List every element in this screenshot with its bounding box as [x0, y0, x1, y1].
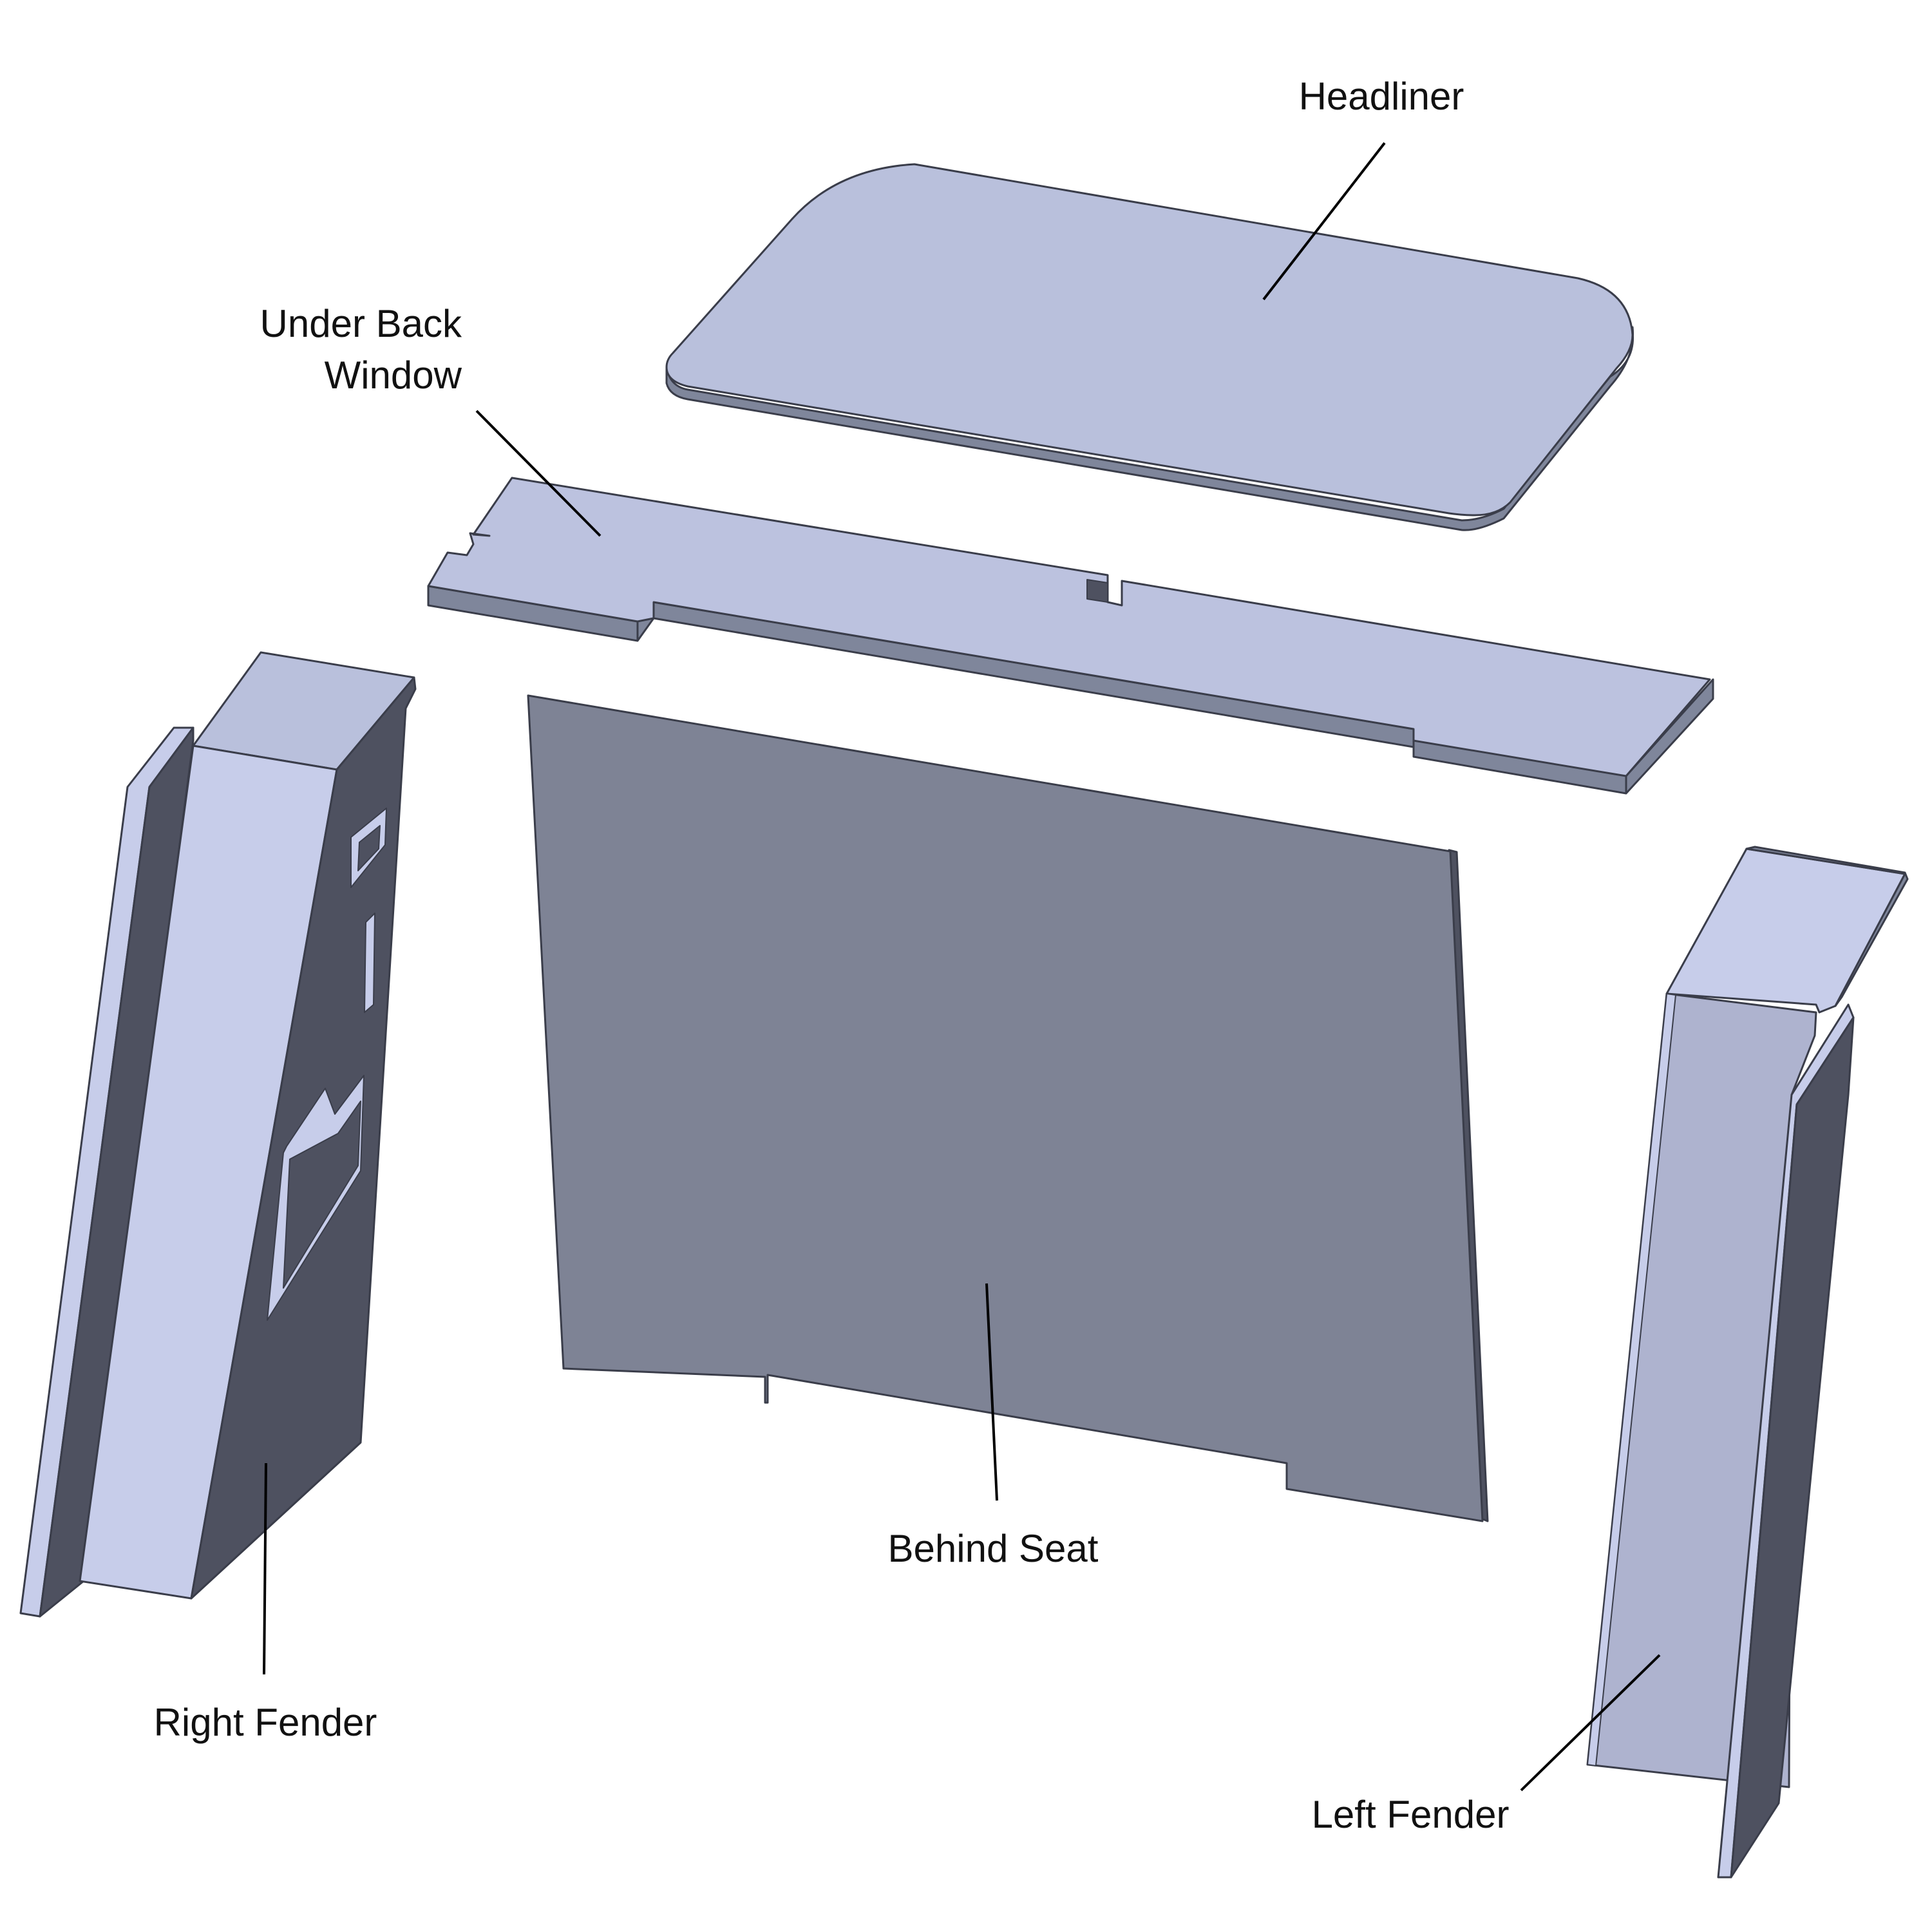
left-fender-panel: [1586, 846, 1909, 1879]
right-fender-leader: [263, 1463, 267, 1675]
under-back-window-notch: [1086, 579, 1108, 603]
left-fender-front-strip: [1587, 993, 1676, 1766]
headliner-top: [665, 163, 1634, 516]
right-fender-opening-large-inner: [283, 1101, 361, 1289]
right-fender-panel: [19, 651, 417, 1618]
left-fender-label: Left Fender: [1312, 1793, 1510, 1836]
right-fender-opening-top-inner: [357, 825, 381, 871]
behind-seat-panel: [527, 694, 1489, 1522]
headliner-label: Headliner: [1299, 75, 1464, 118]
behind-seat-face: [527, 694, 1484, 1522]
under-back-window-label-line2: Window: [325, 354, 462, 397]
left-fender-top: [1665, 848, 1906, 1014]
behind-seat-label: Behind Seat: [888, 1527, 1099, 1570]
under-back-window-leader: [475, 410, 601, 537]
headliner-leader: [1262, 142, 1386, 301]
under-back-window-top: [427, 477, 1711, 777]
right-fender-label: Right Fender: [154, 1701, 377, 1744]
left-fender-return-dark: [1730, 1016, 1855, 1879]
behind-seat-leader: [985, 1283, 998, 1501]
headliner-panel: [665, 163, 1634, 531]
under-back-window-label-line1: Under Back: [260, 302, 462, 345]
under-back-window-panel: [427, 477, 1714, 795]
left-fender-top-edge: [1745, 846, 1909, 1007]
right-fender-opening-slot: [364, 913, 375, 1013]
left-fender-leader: [1520, 1654, 1661, 1792]
